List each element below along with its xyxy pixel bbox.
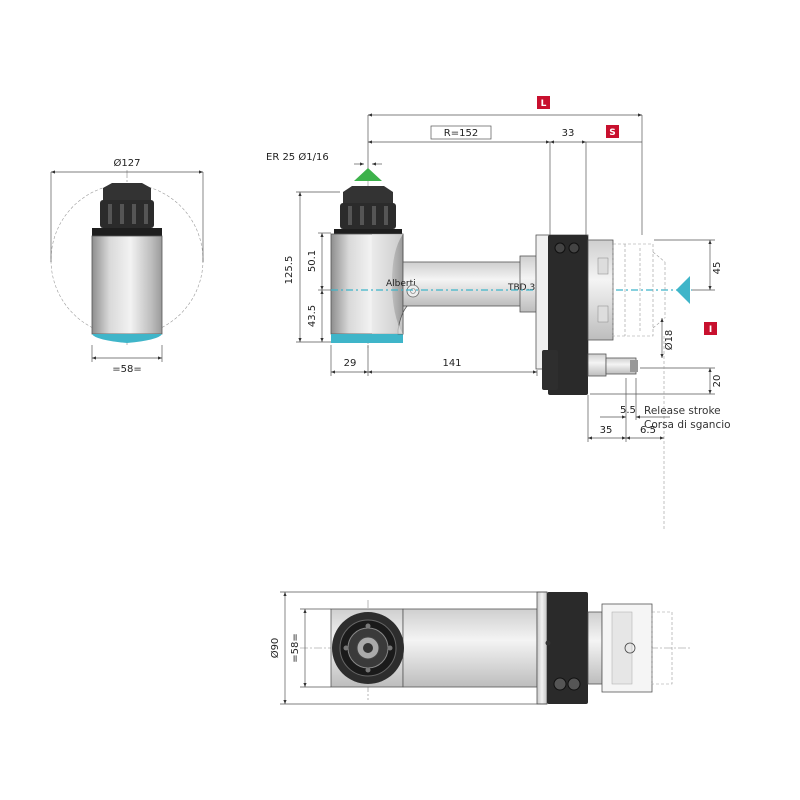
collet-nut-top [103,183,151,200]
marker-S [606,125,619,138]
diameter-127-label: Ø127 [114,157,141,169]
marker-I [704,322,717,335]
dim-58-top-label: =58= [290,633,301,662]
svg-text:I: I [709,325,712,335]
side-view: Ø127 =58= [50,157,204,375]
arm-screw [406,284,420,298]
stop-block [542,350,558,390]
model-label: TBD.3.S [507,283,544,293]
front-arm [402,261,538,307]
top-flange-body [547,592,588,704]
top-view: Ø90 =58= [269,591,690,705]
dim-50-1-label: 50.1 [307,250,318,272]
dim-125-5-label: 125.5 [284,256,295,285]
release-stroke-it: Corsa di sgancio [644,419,731,431]
collet-nut [100,200,154,228]
front-view: L R=152 33 S ER 25 Ø1/16 [266,96,731,530]
dim-20-label: 20 [712,375,723,388]
dim-18-label: Ø18 [663,330,675,351]
marker-L [537,96,550,109]
side-base-cyan [92,334,162,343]
dim-33-label: 33 [562,128,575,139]
dim-6-5-label: 6.5 [640,425,656,436]
dim-29-label: 29 [344,358,357,369]
dim-141-label: 141 [442,358,461,369]
release-stroke-en: Release stroke [644,405,721,417]
dim-45-label: 45 [712,262,723,275]
width-58-label: =58= [112,364,141,375]
front-collet-nut [340,203,396,229]
front-shank-outline [612,243,654,337]
svg-text:L: L [541,99,547,109]
radius-152-label: R=152 [444,128,478,139]
dim-5-5-label: 5.5 [620,405,636,416]
top-arm [402,608,538,688]
spindle-direction-arrow [354,168,382,181]
dim-90-label: Ø90 [269,638,281,659]
brand-label: Alberti [386,279,416,289]
dim-35-label: 35 [600,425,613,436]
front-base-cyan [331,334,403,343]
collet-label: ER 25 Ø1/16 [266,151,329,163]
side-body [91,235,163,335]
dim-43-5-label: 43.5 [307,305,318,327]
svg-text:S: S [609,128,615,138]
collet-flange [92,228,162,236]
tool-axis-arrow [676,276,690,304]
